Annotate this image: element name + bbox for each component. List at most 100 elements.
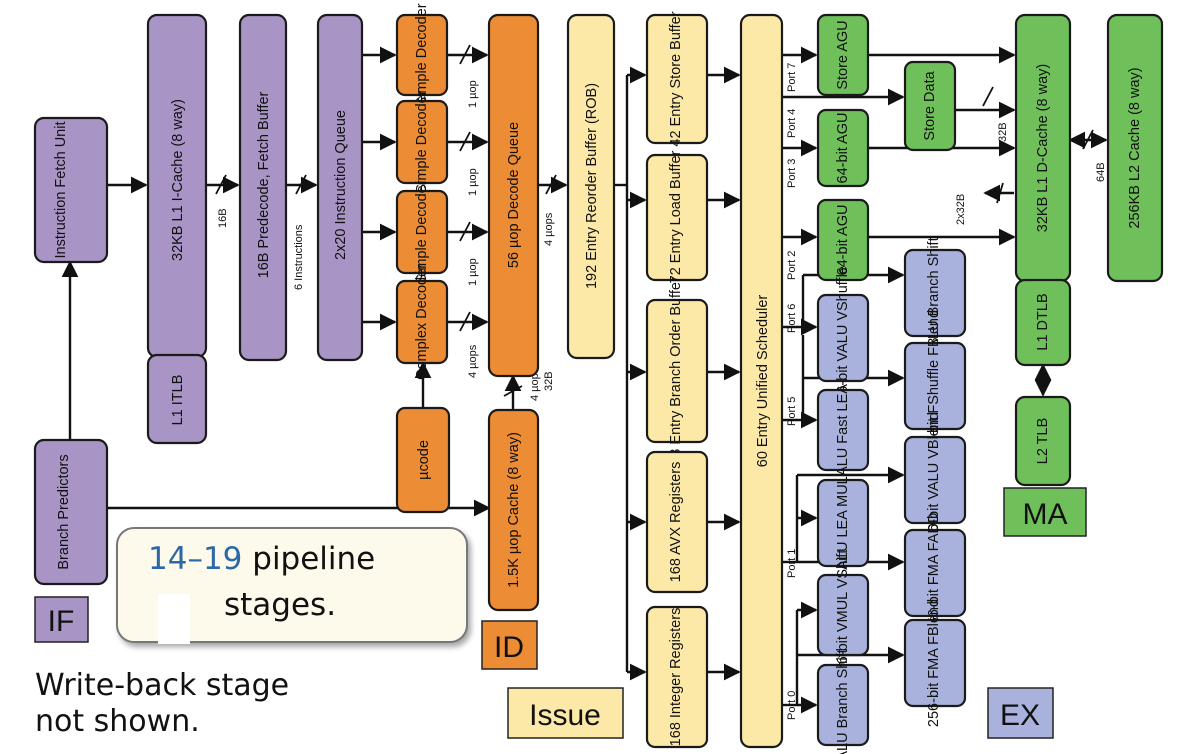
if-blocks: Instruction Fetch Unit 32KB L1 I-Cache (… xyxy=(33,13,364,586)
label-4-uops-queue: 4 µops xyxy=(543,212,555,246)
alu-lea-mul-box xyxy=(816,478,870,568)
port-2-label: Port 2 xyxy=(786,251,798,280)
stage-tag-issue-box xyxy=(507,687,624,739)
uop-cache-label: 1.5K µop Cache (8 way) xyxy=(506,432,522,588)
valu-vshuffle-label: 256-bit VALU VShuffle xyxy=(835,266,851,410)
load-buffer-box xyxy=(645,153,709,282)
complex-decoder-label: Complex Decoder xyxy=(414,264,430,380)
label-16b: 16B xyxy=(217,208,229,228)
valu-vblend-label: 256-bit VALU VBlend xyxy=(926,412,942,548)
branch-pred-box xyxy=(33,438,109,586)
stage-tag-ma: MA xyxy=(1023,498,1068,531)
issue-blocks: 192 Entry Reorder Buffer (ROB) 42 Entry … xyxy=(566,11,784,749)
port-6-label: Port 6 xyxy=(786,304,798,333)
store-data-label: Store Data xyxy=(922,70,938,140)
simple-decoder-3-box xyxy=(395,189,449,275)
pipeline-stages-callout: 14–19 pipeline stages. xyxy=(116,527,468,644)
alu-fast-lea-label: ALU Fast LEA xyxy=(835,384,851,476)
callout-gap xyxy=(158,594,190,644)
alu-branch-shift-p6-label: ALU Branch Shift xyxy=(926,237,942,348)
agu-64bit-2-label: 64-bit AGU xyxy=(835,205,851,276)
rob-box xyxy=(566,13,616,360)
fshuffle-fblend-box xyxy=(903,341,967,431)
complex-decoder-box xyxy=(395,279,449,365)
stage-tag-ex: EX xyxy=(1000,699,1040,732)
agu-64bit-1-box xyxy=(816,108,870,188)
fshuffle-fblend-label: 256-bit FShuffle FBlend xyxy=(926,310,942,462)
writeback-note: Write-back stage not shown. xyxy=(35,668,289,740)
stage-tag-if: IF xyxy=(48,605,75,638)
uop-cache-box xyxy=(487,408,540,612)
alu-branch-shift-p6-box xyxy=(903,248,967,338)
alu-branch-shift-p0-box xyxy=(816,663,870,747)
simple-decoder-3-label: Simple Decoder xyxy=(414,180,430,283)
itlb-box xyxy=(146,353,208,445)
port-labels: Port 0 Port 1 Port 5 Port 6 Port 2 Port … xyxy=(786,63,798,720)
iq-label: 2x20 Instruction Queue xyxy=(333,110,349,260)
dcache-label: 32KB L1 D-Cache (8 way) xyxy=(1035,64,1051,232)
stage-tag-id: ID xyxy=(494,631,524,664)
stage-tag-if-box xyxy=(34,596,89,643)
avx-registers-label: 168 AVX Registers xyxy=(668,462,684,583)
l2tlb-box xyxy=(1014,395,1072,487)
store-agu-box xyxy=(816,13,870,97)
l2cache-label: 256KB L2 Cache (8 way) xyxy=(1127,67,1143,228)
writeback-note-line-1: Write-back stage xyxy=(35,668,290,703)
store-agu-label: Store AGU xyxy=(835,20,851,89)
label-1-uop-a: 1 µop xyxy=(467,80,479,108)
fma-fadd-label: 256-bit FMA FADD xyxy=(926,513,942,634)
predecode-box xyxy=(238,13,288,362)
label-32b-store: 32B xyxy=(997,122,1009,142)
branch-order-buffer-label: 48 Entry Branch Order Buffer xyxy=(668,277,684,465)
label-32b-cache: 32B xyxy=(543,371,555,391)
stage-tag-ma-box xyxy=(1003,487,1087,537)
stage-tag-id-box xyxy=(481,620,538,670)
wire-labels: 16B 6 Instructions 1 µop 1 µop 1 µop 4 µ… xyxy=(217,80,1107,401)
simple-decoder-1-label: Simple Decoder xyxy=(414,3,430,106)
stage-tag-ex-box xyxy=(987,687,1054,739)
rob-label: 192 Entry Reorder Buffer (ROB) xyxy=(584,83,600,289)
valu-vshuffle-box xyxy=(816,293,870,383)
callout-line-2: stages. xyxy=(224,587,337,623)
label-4-uops-complex: 4 µops xyxy=(467,344,479,378)
simple-decoder-2-label: Simple Decoder xyxy=(414,90,430,193)
valu-vblend-box xyxy=(903,435,967,525)
callout-line-1: 14–19 pipeline xyxy=(148,541,375,577)
decode-queue-box xyxy=(487,13,540,378)
dtlb-box xyxy=(1014,278,1072,367)
store-data-box xyxy=(903,60,957,152)
port-3-label: Port 3 xyxy=(786,159,798,188)
store-buffer-label: 42 Entry Store Buffer xyxy=(668,11,684,146)
label-64b: 64B xyxy=(1095,162,1107,182)
agu-64bit-2-box xyxy=(816,198,870,282)
avx-registers-box xyxy=(645,450,709,594)
bus-ticks xyxy=(215,44,1094,397)
agu-64bit-1-label: 64-bit AGU xyxy=(835,113,851,184)
scheduler-label: 60 Entry Unified Scheduler xyxy=(755,295,771,468)
port-1-label: Port 1 xyxy=(786,549,798,578)
port-5-label: Port 5 xyxy=(786,397,798,426)
branch-pred-label: Branch Predictors xyxy=(56,454,72,569)
iq-box xyxy=(316,13,364,362)
alu-lea-mul-label: ALU LEA MUL xyxy=(835,476,851,570)
label-1-uop-c: 1 µop xyxy=(467,258,479,286)
id-blocks: Simple Decoder Simple Decoder Simple Dec… xyxy=(395,3,540,612)
callout-range: 14–19 xyxy=(148,541,243,577)
fma-fadd-box xyxy=(903,528,967,618)
ucode-box xyxy=(395,406,451,514)
integer-registers-box xyxy=(645,605,709,749)
port-4-label: Port 4 xyxy=(786,109,798,138)
alu-branch-shift-p0-label: ALU Branch Shift xyxy=(835,649,851,754)
load-buffer-label: 72 Entry Load Buffer xyxy=(668,150,684,283)
port-7-label: Port 7 xyxy=(786,63,798,92)
stage-tag-issue: Issue xyxy=(529,699,601,732)
simple-decoder-2-box xyxy=(395,99,449,185)
predecode-label: 16B Predecode, Fetch Buffer xyxy=(256,91,272,278)
label-2x32b: 2x32B xyxy=(955,194,967,225)
port-0-label: Port 0 xyxy=(786,691,798,720)
fetch-unit-box xyxy=(33,116,109,264)
l2tlb-label: L2 TLB xyxy=(1035,418,1051,465)
alu-fast-lea-box xyxy=(816,388,870,472)
label-1-uop-b: 1 µop xyxy=(467,168,479,196)
